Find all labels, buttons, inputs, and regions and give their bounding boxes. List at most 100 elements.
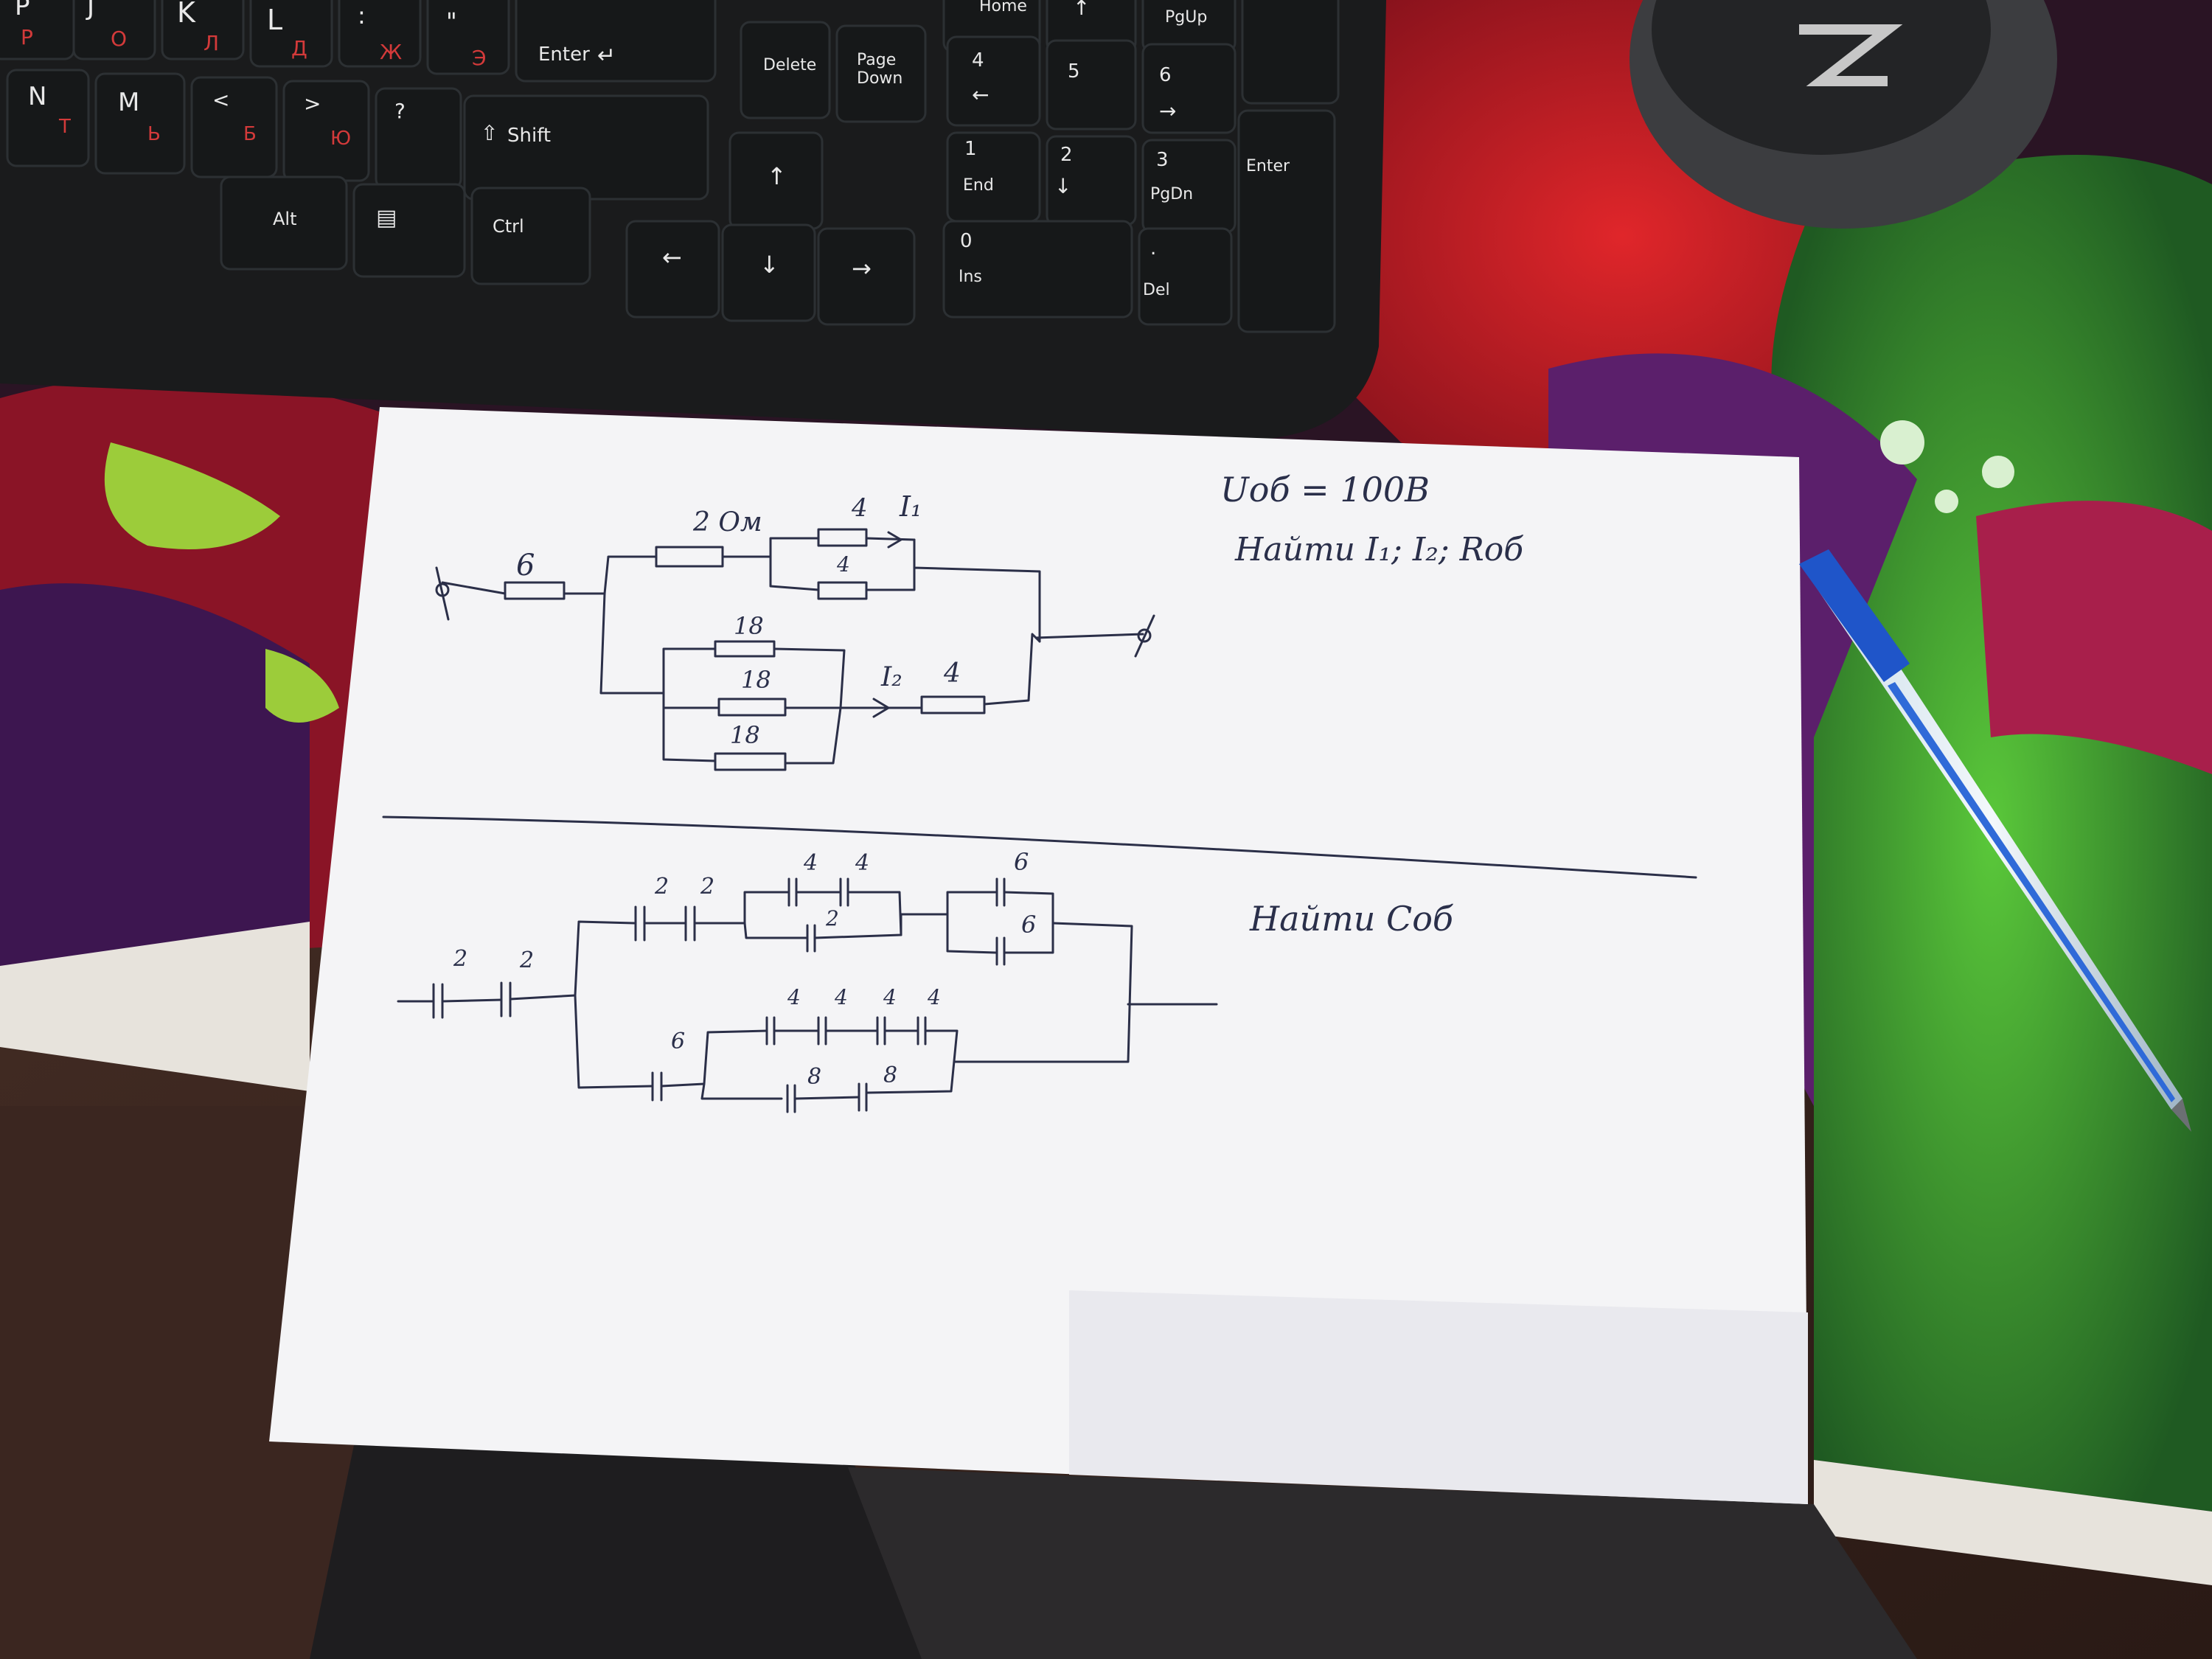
arrow-right-icon: →	[852, 254, 872, 282]
bubble	[1880, 420, 1924, 465]
key-num-del-label: Del	[1143, 281, 1170, 299]
key-num0[interactable]	[942, 220, 1133, 319]
key-n-label: N	[28, 82, 46, 111]
keyboard[interactable]: P Р J О K Л L Д : Ж " Э Enter ↵ N Т M Ь …	[0, 0, 1386, 439]
capacitor-8-b	[858, 1082, 868, 1112]
key-k-label: K	[177, 0, 196, 29]
key-gt-label: >	[304, 91, 321, 116]
key-menu[interactable]	[352, 183, 466, 278]
key-j[interactable]	[72, 0, 156, 60]
key-lt-ru: Б	[243, 123, 257, 145]
wire	[574, 994, 654, 1089]
key-num-end-label: End	[963, 176, 994, 195]
bubble	[1935, 490, 1958, 513]
key-gt[interactable]	[282, 80, 370, 182]
key-gt-ru: Ю	[330, 128, 351, 150]
key-ctrl[interactable]	[470, 187, 591, 285]
wire	[1034, 633, 1144, 639]
wire	[509, 920, 636, 1001]
key-delete-label: Delete	[763, 56, 816, 74]
terminal-left	[435, 566, 450, 621]
dark-fabric	[310, 1445, 922, 1659]
key-alt-label: Alt	[273, 209, 297, 229]
key-num5[interactable]	[1046, 39, 1137, 131]
monster-mouth	[1976, 501, 2212, 774]
label-c-2-d: 2	[700, 874, 714, 900]
capacitor-6-b	[995, 936, 1006, 966]
wire	[813, 891, 997, 939]
arrow-down-icon-num: ↓	[1054, 174, 1071, 198]
key-question[interactable]	[375, 87, 462, 189]
key-num2-label: 2	[1060, 144, 1073, 166]
key-num-dot: .	[1150, 237, 1156, 260]
pen-tip	[2171, 1099, 2191, 1132]
divider-line	[382, 815, 1697, 879]
key-down[interactable]	[721, 223, 816, 322]
key-num-ins-label: Ins	[959, 268, 982, 286]
key-question-label: ?	[394, 99, 406, 123]
mouse-logo-icon	[1799, 24, 1903, 86]
key-num4-label: 4	[972, 49, 984, 72]
label-c-8-a: 8	[807, 1064, 821, 1090]
key-num-del[interactable]	[1138, 227, 1233, 326]
wire	[793, 1096, 860, 1100]
paper-shade	[1069, 1290, 1808, 1504]
key-lt[interactable]	[190, 76, 278, 178]
key-num6[interactable]	[1141, 43, 1237, 134]
shift-arrow-icon: ⇧	[481, 121, 498, 145]
key-m[interactable]	[94, 72, 186, 175]
key-alt[interactable]	[220, 175, 348, 271]
key-k[interactable]	[161, 0, 245, 60]
key-quote[interactable]	[426, 0, 510, 75]
key-n[interactable]	[6, 69, 90, 167]
label-c-4-d: 4	[834, 985, 848, 1009]
key-p-label: P	[15, 0, 30, 21]
key-num-enter[interactable]	[1237, 109, 1336, 333]
label-c-2-b: 2	[519, 947, 534, 973]
wire	[1034, 922, 1133, 1063]
label-c-6-b: 6	[1021, 911, 1036, 939]
resistor-18-c	[714, 752, 787, 771]
key-l[interactable]	[249, 0, 333, 68]
arrow-left-icon-num: ←	[972, 83, 989, 107]
label-r-18-a: 18	[734, 612, 764, 640]
key-num4[interactable]	[946, 35, 1041, 127]
arrow-right-icon-num: →	[1159, 99, 1176, 123]
ballpoint-pen[interactable]	[1799, 549, 2191, 1132]
key-colon-ru: Ж	[380, 40, 402, 64]
label-current-i2: I₂	[880, 662, 902, 692]
key-left[interactable]	[625, 220, 720, 319]
key-quote-ru: Э	[472, 46, 487, 70]
label-c-4-e: 4	[883, 985, 897, 1009]
key-p[interactable]	[0, 0, 75, 60]
bottom-circuit: 2 2 2 2 4 4 2 6 6	[397, 848, 1218, 1113]
arrow-up-icon-2: ↑	[1073, 0, 1090, 20]
menu-icon: ▤	[376, 205, 397, 231]
current-arrow-icon	[887, 531, 902, 549]
slime-splash	[104, 442, 280, 549]
wire	[662, 647, 717, 695]
key-p-ru: Р	[21, 25, 33, 49]
label-c-4-f: 4	[927, 985, 941, 1009]
mouse[interactable]	[1630, 0, 2057, 229]
key-delete[interactable]	[740, 21, 831, 119]
key-enter[interactable]	[515, 0, 717, 83]
label-r-4-series: 4	[943, 658, 961, 689]
key-page-down[interactable]	[835, 24, 927, 123]
wire	[693, 891, 790, 925]
wire	[563, 555, 658, 595]
pen-cap	[1799, 549, 1910, 682]
top-circuit: 6 2 Ом 4 I₁ 4 18 18 18	[435, 490, 1155, 771]
slime-splash	[265, 649, 339, 723]
pen-ink-tube	[1888, 682, 2175, 1102]
key-shift-label: Shift	[507, 125, 551, 147]
key-right[interactable]	[817, 227, 916, 326]
key-colon[interactable]	[338, 0, 422, 68]
key-j-ru: О	[111, 27, 127, 51]
label-c-6-c: 6	[671, 1029, 685, 1054]
wire	[662, 706, 717, 762]
key-enter-label: Enter	[538, 44, 590, 66]
key-shift[interactable]	[463, 94, 709, 201]
key-m-ru: Ь	[147, 123, 161, 145]
key-num-plus[interactable]	[1241, 0, 1340, 105]
